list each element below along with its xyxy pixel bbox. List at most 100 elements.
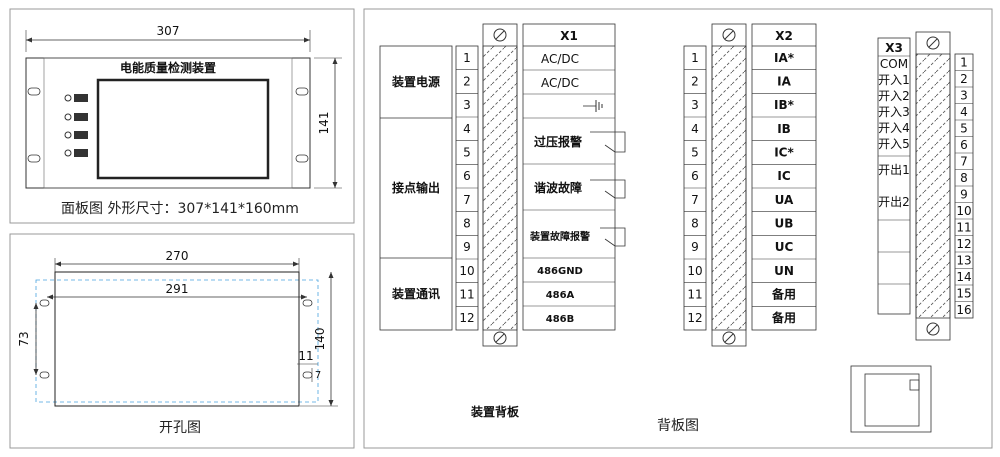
x2-signal-label: 备用 bbox=[771, 287, 796, 302]
x1-terminal-number: 4 bbox=[463, 122, 471, 136]
cutout-caption: 开孔图 bbox=[159, 420, 201, 436]
x3-io-label: 开入3 bbox=[878, 105, 910, 119]
x2-terminal-number: 7 bbox=[691, 193, 699, 207]
x1-terminal-number: 5 bbox=[463, 146, 471, 160]
x2-signal-label: 备用 bbox=[771, 310, 796, 325]
x3-terminal-number: 4 bbox=[960, 105, 968, 119]
x1-terminal-number: 9 bbox=[463, 240, 471, 254]
width-dim-label: 307 bbox=[157, 24, 180, 38]
x3-io-label: 开入2 bbox=[878, 89, 910, 103]
panel-view-frame bbox=[9, 8, 355, 224]
x3-terminal-number: 8 bbox=[960, 171, 968, 185]
ground-icon bbox=[583, 100, 603, 112]
x1-signal-harmonic: 谐波故障 bbox=[534, 180, 582, 195]
x2-terminal-number: 4 bbox=[691, 122, 699, 136]
x1-signal-486b: 486B bbox=[546, 314, 575, 325]
dim-11-label: 11 bbox=[298, 349, 313, 363]
x1-terminal-number: 1 bbox=[463, 51, 471, 65]
x3-io-label: 开出1 bbox=[878, 163, 910, 177]
panel-caption: 面板图 外形尺寸：307*141*160mm bbox=[61, 201, 299, 217]
x1-group-power: 装置电源 bbox=[391, 74, 440, 89]
x2-terminal-number: 3 bbox=[691, 98, 699, 112]
x1-terminal-number: 7 bbox=[463, 193, 471, 207]
back-caption-main: 装置背板 bbox=[470, 404, 520, 419]
device-title: 电能质量检测装置 bbox=[120, 60, 216, 75]
dim-7-label: 7 bbox=[315, 370, 321, 381]
x1-signal-486a: 486A bbox=[546, 290, 575, 301]
panel-outline-dashed bbox=[35, 279, 319, 403]
x1-group-contact: 接点输出 bbox=[392, 180, 440, 195]
x1-terminal-number: 11 bbox=[459, 288, 474, 302]
x2-signal-label: IA bbox=[777, 75, 791, 89]
x2-terminal-number: 2 bbox=[691, 75, 699, 89]
x1-terminal-number: 12 bbox=[459, 311, 474, 325]
x2-terminal-number: 1 bbox=[691, 51, 699, 65]
panel-view: 307 电能质量检测装置 141 面板图 外形尺寸：307*141*160mm bbox=[9, 8, 355, 224]
x2-signal-label: IC bbox=[777, 169, 790, 183]
mount-slot-icon bbox=[27, 154, 41, 163]
dim-140-label: 140 bbox=[313, 328, 327, 351]
x2-signal-label: UN bbox=[774, 264, 794, 278]
x3-terminal-number: 1 bbox=[960, 55, 968, 69]
panel-buttons bbox=[64, 94, 88, 157]
x3-terminal-number: 14 bbox=[956, 270, 971, 284]
mount-slot-icon bbox=[27, 87, 41, 96]
back-view-frame bbox=[363, 8, 993, 449]
x1-signal-acdc-2: AC/DC bbox=[541, 76, 579, 90]
x2-terminal-number: 10 bbox=[687, 264, 702, 278]
x2-terminal-number: 9 bbox=[691, 240, 699, 254]
x2-terminal-number: 12 bbox=[687, 311, 702, 325]
dim-291-label: 291 bbox=[166, 282, 189, 296]
x2-signal-label: IC* bbox=[774, 146, 794, 160]
x3-terminal-number: 13 bbox=[956, 253, 971, 267]
x1-terminal-number: 10 bbox=[459, 264, 474, 278]
relay-contact-icon bbox=[600, 227, 626, 247]
x3-io-label: 开入5 bbox=[878, 137, 910, 151]
x1-terminal-number: 3 bbox=[463, 98, 471, 112]
arrow-right-icon bbox=[304, 37, 310, 43]
x3-terminal-number: 15 bbox=[956, 286, 971, 300]
mount-hole-icon bbox=[39, 371, 50, 379]
arrow-left-icon bbox=[26, 37, 32, 43]
x3-terminal-number: 16 bbox=[956, 303, 971, 317]
x2-terminal-number: 8 bbox=[691, 217, 699, 231]
relay-contact-icon bbox=[590, 179, 626, 199]
x2-signal-label: UB bbox=[775, 217, 794, 231]
height-dim-label: 141 bbox=[317, 112, 331, 135]
x2-terminal-number: 11 bbox=[687, 288, 702, 302]
x3-io-label: COM bbox=[880, 57, 908, 71]
x2-header: X2 bbox=[775, 29, 793, 43]
x2-signal-label: IA* bbox=[774, 51, 795, 65]
mount-hole-icon bbox=[302, 371, 313, 379]
cutout-view: 270 291 73 140 11 7 开孔图 bbox=[9, 233, 355, 449]
x3-terminal-number: 2 bbox=[960, 72, 968, 86]
mount-slot-icon bbox=[295, 154, 309, 163]
screw-icon bbox=[926, 36, 940, 50]
x1-terminal-number: 6 bbox=[463, 169, 471, 183]
screw-icon bbox=[926, 322, 940, 336]
mount-hole-icon bbox=[302, 299, 313, 307]
dim-270-label: 270 bbox=[166, 249, 189, 263]
screw-icon bbox=[722, 28, 736, 42]
x3-terminal-number: 6 bbox=[960, 138, 968, 152]
x2-signal-label: IB bbox=[777, 122, 791, 136]
x1-group-comm: 装置通讯 bbox=[391, 286, 440, 301]
mount-hole-icon bbox=[39, 299, 50, 307]
x3-terminal-number: 5 bbox=[960, 121, 968, 135]
screw-icon bbox=[493, 331, 507, 345]
x3-io-label: 开出2 bbox=[878, 195, 910, 209]
x2-signal-label: UA bbox=[775, 193, 794, 207]
screw-icon bbox=[493, 28, 507, 42]
x2-terminal-number: 5 bbox=[691, 146, 699, 160]
x1-header: X1 bbox=[560, 29, 578, 43]
x3-terminal-number: 3 bbox=[960, 88, 968, 102]
x3-terminal-number: 12 bbox=[956, 237, 971, 251]
x1-terminal-number: 8 bbox=[463, 217, 471, 231]
x1-signal-486gnd: 486GND bbox=[537, 266, 583, 277]
network-port-icon bbox=[850, 365, 932, 433]
x3-io-label: 开入4 bbox=[878, 121, 910, 135]
